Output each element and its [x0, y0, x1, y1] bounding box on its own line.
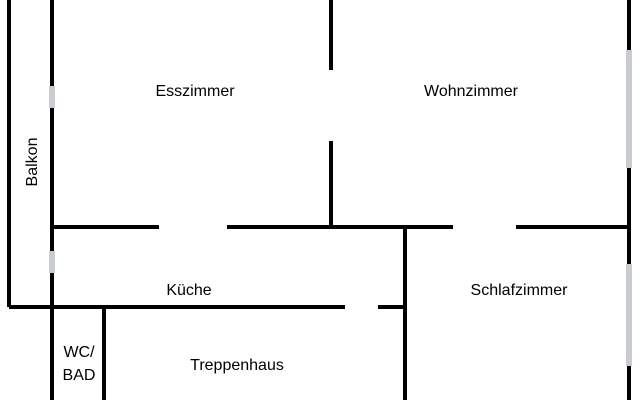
room-label-schlafzimmer: Schlafzimmer: [471, 282, 569, 299]
room-labels: Esszimmer Wohnzimmer Balkon Küche Schlaf…: [24, 83, 568, 384]
room-label-wc-line1: WC/: [63, 344, 95, 361]
walls: [7, 0, 631, 400]
windows: [49, 50, 632, 366]
room-label-esszimmer: Esszimmer: [155, 83, 235, 100]
room-label-treppenhaus: Treppenhaus: [190, 357, 284, 374]
room-label-balkon: Balkon: [24, 138, 41, 187]
room-label-wc-line2: BAD: [63, 367, 96, 384]
room-label-kueche: Küche: [166, 282, 211, 299]
room-label-wohnzimmer: Wohnzimmer: [424, 83, 519, 100]
